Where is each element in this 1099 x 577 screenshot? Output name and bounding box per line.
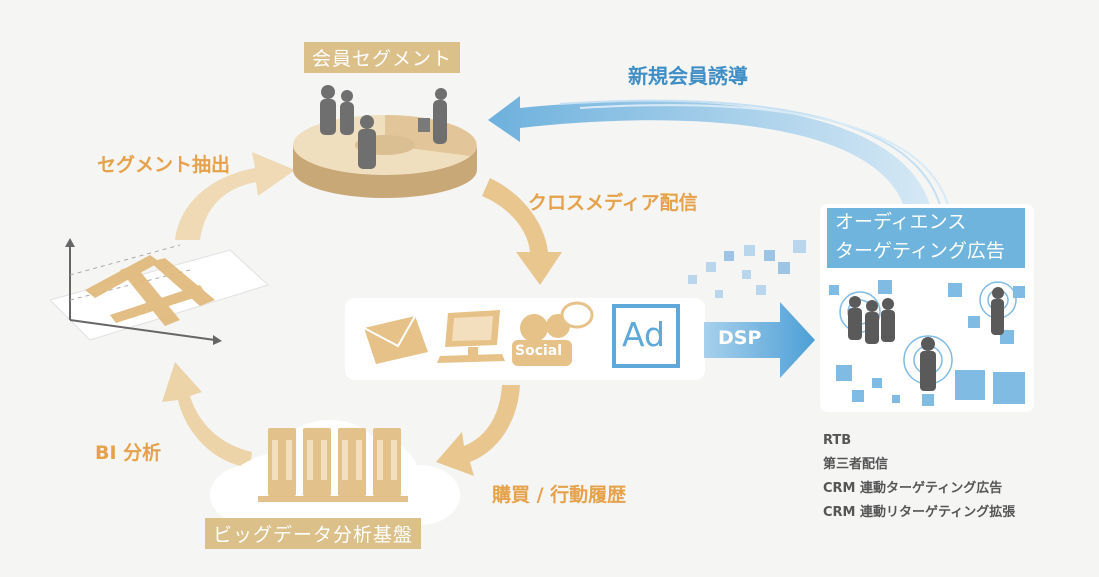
envelope-icon bbox=[363, 315, 428, 364]
cross-media-label: クロスメディア配信 bbox=[528, 192, 698, 214]
ad-label: Ad bbox=[622, 315, 665, 354]
dsp-label: DSP bbox=[718, 327, 762, 349]
audience-title-line-1: オーディエンス bbox=[835, 211, 967, 233]
list-item: 第三者配信 bbox=[823, 457, 889, 472]
list-item: CRM 連動ターゲティング広告 bbox=[823, 481, 1003, 496]
cycle-arrows bbox=[162, 152, 562, 476]
person-icon bbox=[320, 85, 447, 169]
ad-icon bbox=[612, 304, 680, 368]
audience-squares bbox=[829, 280, 1025, 406]
bigdata-platform-label: ビッグデータ分析基盤 bbox=[205, 518, 422, 549]
dsp-arrow bbox=[704, 302, 815, 378]
member-segment-label: 会員セグメント bbox=[304, 42, 461, 73]
delivery-method-list: RTB 第三者配信 CRM 連動ターゲティング広告 CRM 連動リターゲティング… bbox=[823, 429, 1015, 525]
audience-title-line-2: ターゲティング広告 bbox=[835, 240, 1005, 262]
new-member-guide-label: 新規会員誘導 bbox=[628, 64, 748, 88]
list-item: RTB bbox=[823, 433, 852, 448]
cloud-icon bbox=[210, 420, 460, 530]
social-label: Social bbox=[515, 343, 563, 359]
pixel-trail bbox=[688, 240, 806, 298]
segment-extract-label: セグメント抽出 bbox=[97, 154, 231, 176]
purchase-history-label: 購買 / 行動履歴 bbox=[492, 484, 627, 506]
person-icon bbox=[848, 287, 1004, 391]
audience-targeting-title: オーディエンス ターゲティング広告 bbox=[827, 208, 1025, 268]
analysis-chart bbox=[49, 238, 269, 345]
monitor-icon bbox=[437, 310, 505, 363]
bi-analysis-label: BI 分析 bbox=[95, 442, 162, 464]
server-rack-icon bbox=[258, 428, 408, 502]
new-member-arrow bbox=[488, 96, 949, 210]
list-item: CRM 連動リターゲティング拡張 bbox=[823, 505, 1016, 520]
social-icon bbox=[512, 301, 594, 366]
